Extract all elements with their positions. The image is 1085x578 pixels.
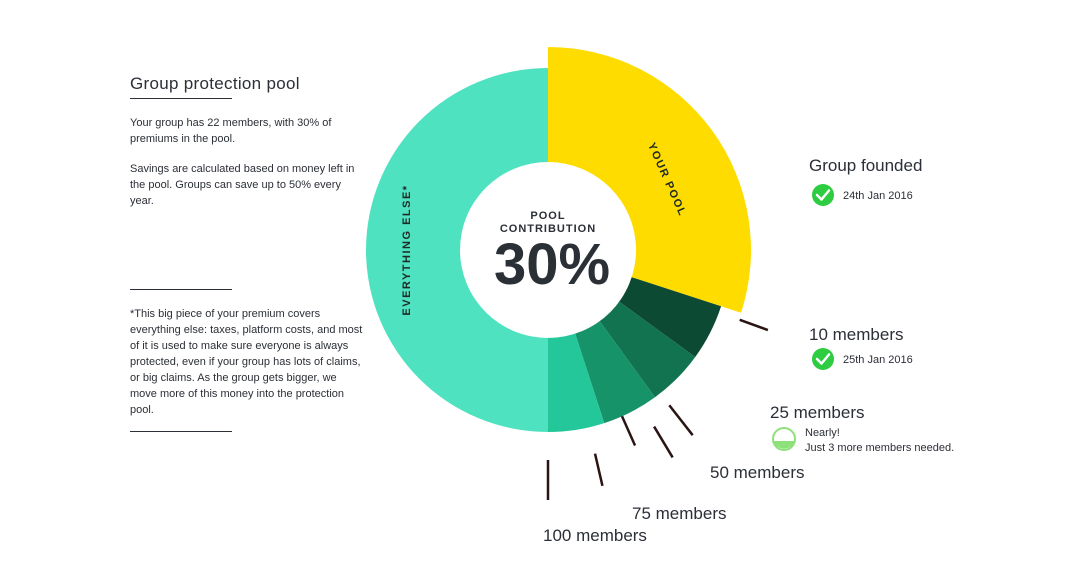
footnote-rule-top: [130, 289, 232, 290]
milestone-ticks: [546, 318, 769, 500]
check-icon: [812, 348, 834, 370]
milestone-tick: [739, 318, 769, 332]
milestone-label-100: 100 members: [543, 526, 647, 545]
milestone-note-25: Nearly!: [805, 427, 840, 439]
title-underline: [130, 98, 232, 99]
milestone-tick: [620, 415, 637, 447]
milestone-label-75: 75 members: [632, 504, 726, 523]
milestone-note-founded: 24th Jan 2016: [843, 190, 913, 202]
milestone-note-10: 25th Jan 2016: [843, 354, 913, 366]
half-progress-icon: [772, 427, 796, 451]
center-value: 30%: [494, 232, 610, 297]
check-icon: [812, 184, 834, 206]
panel-title-wrap: Group protection pool: [130, 74, 370, 94]
milestone-tick: [653, 425, 674, 459]
milestone-note-25-detail: Just 3 more members needed.: [805, 442, 954, 454]
center-label-line1: POOL: [530, 210, 565, 222]
center-label-line2: CONTRIBUTION: [500, 223, 596, 235]
milestone-label-25: 25 members: [770, 403, 864, 422]
milestone-label-50: 50 members: [710, 463, 804, 482]
donut-hole: [460, 162, 636, 338]
panel-title: Group protection pool: [130, 74, 300, 93]
slice-everything-else: [366, 68, 548, 432]
members-summary: Your group has 22 members, with 30% of p…: [130, 117, 332, 145]
footnote-rule-bottom: [130, 431, 232, 432]
milestone-tick: [593, 453, 604, 487]
milestone-label-founded: Group founded: [809, 156, 922, 175]
slice-label-everything-else: EVERYTHING ELSE*: [401, 184, 413, 315]
savings-description: Savings are calculated based on money le…: [130, 163, 355, 207]
milestone-tick: [668, 404, 694, 436]
footnote-text: *This big piece of your premium covers e…: [130, 308, 363, 416]
milestone-label-10: 10 members: [809, 325, 903, 344]
